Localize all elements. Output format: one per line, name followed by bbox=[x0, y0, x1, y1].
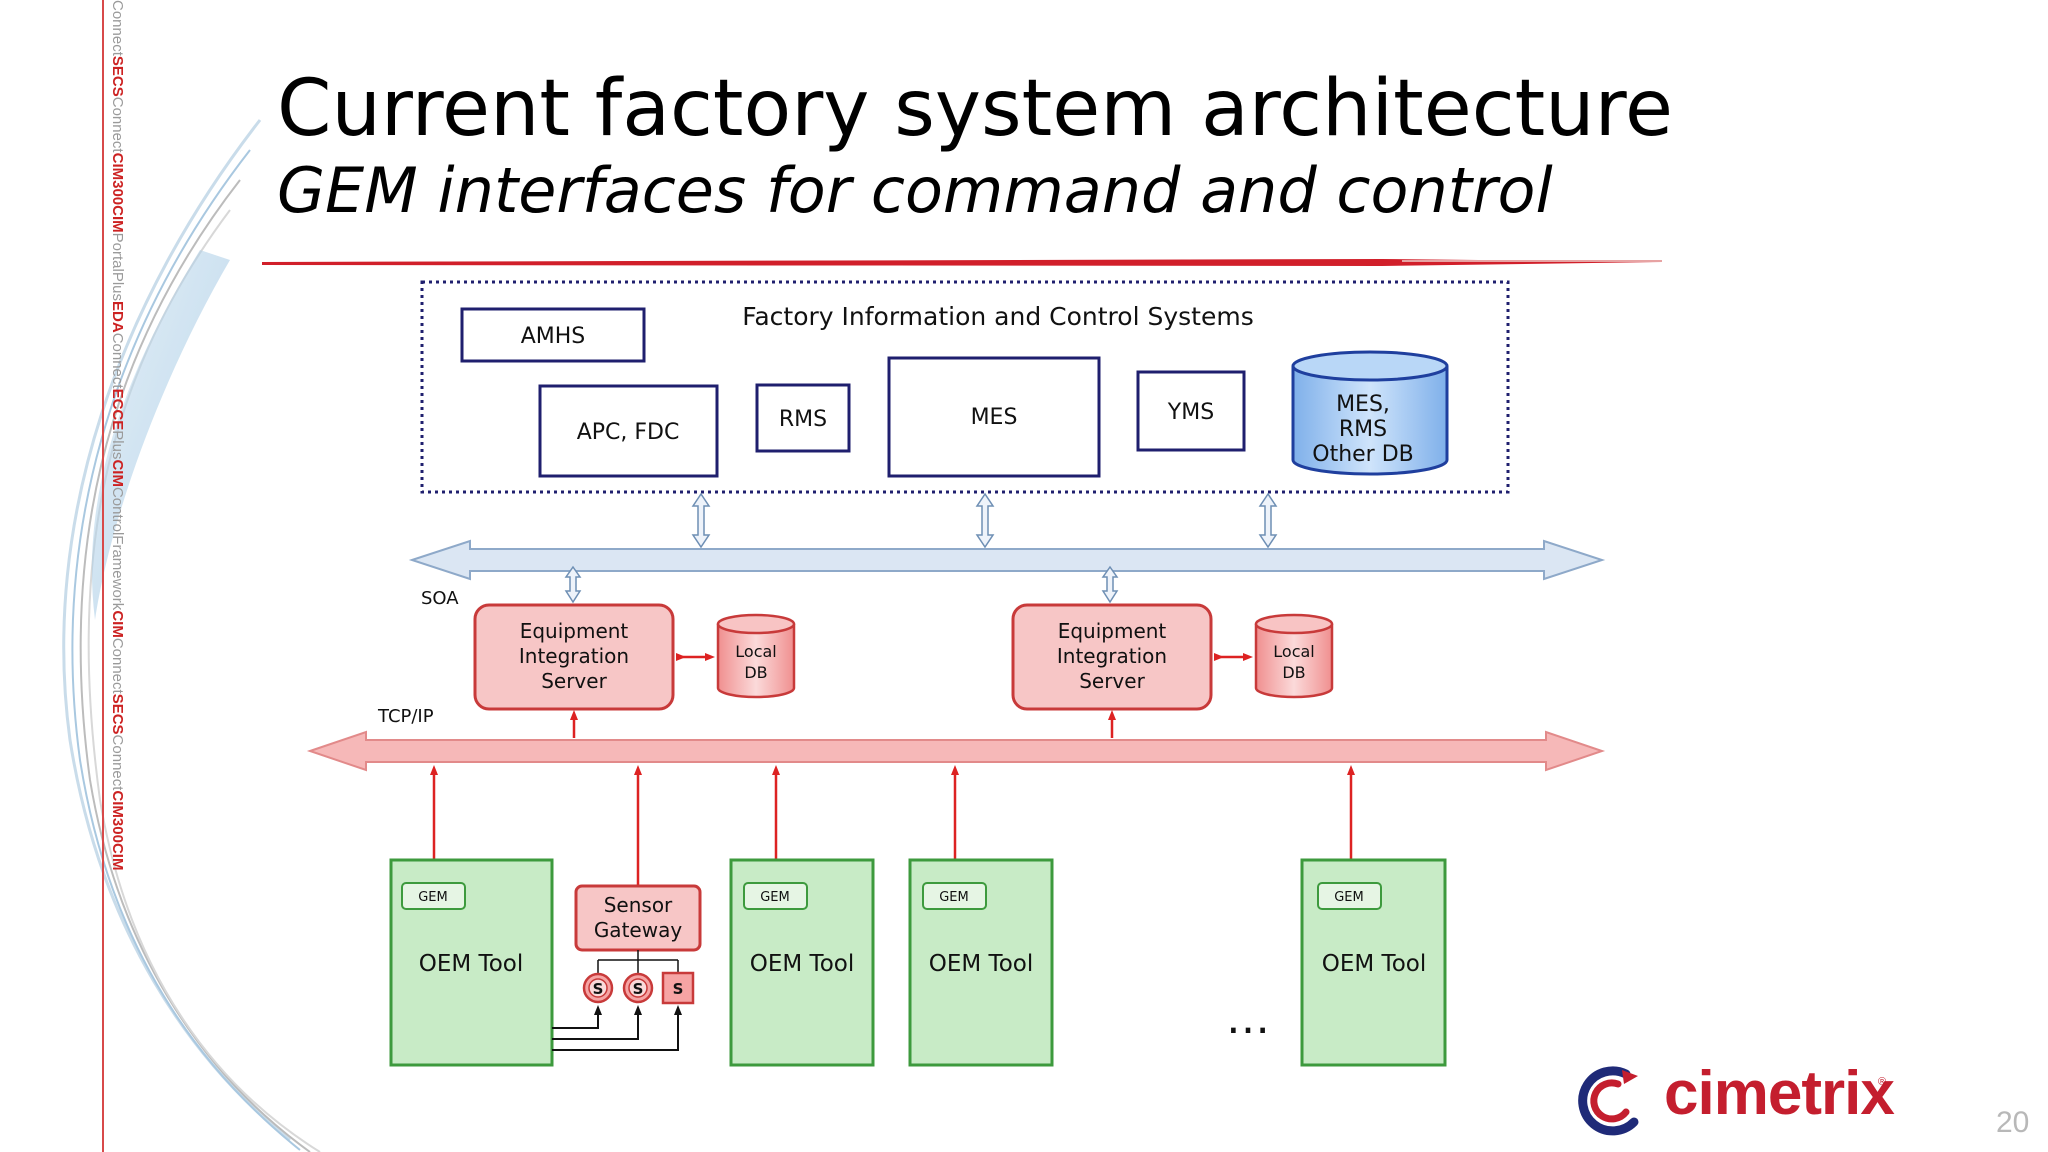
eis-1-line3: Server bbox=[541, 669, 607, 693]
db-label-line3: Other DB bbox=[1312, 442, 1414, 467]
gem-tag-1-label: GEM bbox=[418, 890, 448, 905]
sidebar-product-14: Connect bbox=[109, 637, 126, 694]
sidebar-product-3: CIM300 bbox=[109, 152, 126, 206]
gem-tag-3 bbox=[922, 882, 987, 910]
slide-title: Current factory system architecture bbox=[277, 64, 1673, 154]
logo-registered-mark: ® bbox=[1878, 1076, 1887, 1088]
apc-fdc-label: APC, FDC bbox=[577, 420, 680, 445]
rms-box bbox=[755, 383, 851, 453]
sidebar-product-5: Portal bbox=[109, 232, 126, 272]
tool-1-sensor-wire-3 bbox=[552, 1005, 682, 1051]
local-db-2-line1: Local bbox=[1273, 642, 1314, 661]
sidebar-product-17: CIM300 bbox=[109, 790, 126, 843]
sidebar-product-7: EDA bbox=[109, 301, 126, 333]
sidebar-product-12: ControlFramework bbox=[109, 486, 126, 611]
cimetrix-logo-icon bbox=[1578, 1066, 1639, 1136]
sidebar-product-10: Plus bbox=[109, 430, 126, 460]
title-underline bbox=[262, 259, 1662, 266]
oem-tool-1-label: OEM Tool bbox=[419, 951, 523, 977]
mes-box bbox=[887, 356, 1101, 478]
db-label-line2: RMS bbox=[1339, 417, 1387, 442]
sidebar-product-6: Plus bbox=[109, 271, 126, 302]
tool-1-sensor-wire-1 bbox=[552, 1005, 602, 1029]
sensor-2-label: S bbox=[633, 980, 644, 998]
amhs-box bbox=[460, 307, 646, 363]
sensor-gateway-line1: Sensor bbox=[604, 893, 673, 917]
local-db-2: Local DB bbox=[1254, 613, 1334, 699]
sidebar-product-18: CIM bbox=[109, 842, 126, 871]
sidebar-product-2: Connect bbox=[109, 96, 126, 153]
sidebar-product-0: Connect bbox=[109, 0, 126, 56]
tcpip-label: TCP/IP bbox=[377, 706, 434, 727]
gem-tag-2 bbox=[743, 882, 808, 910]
sidebar-product-8: Connect bbox=[109, 332, 126, 389]
apc-fdc-box bbox=[538, 384, 719, 478]
mes-label: MES bbox=[971, 405, 1018, 430]
sidebar-product-4: CIM bbox=[109, 205, 126, 233]
soa-label: SOA bbox=[421, 588, 459, 609]
amhs-label: AMHS bbox=[521, 324, 586, 349]
eis-1-line1: Equipment bbox=[520, 619, 629, 643]
gem-tag-4 bbox=[1317, 882, 1382, 910]
oem-tool-2-label: OEM Tool bbox=[750, 951, 854, 977]
tool-1-sensor-wire-2 bbox=[552, 1005, 642, 1040]
factory-group-title: Factory Information and Control Systems bbox=[742, 302, 1253, 331]
eis-2-line3: Server bbox=[1079, 669, 1145, 693]
sidebar-product-list: ConnectSECSConnectCIM300CIMPortalPlusEDA… bbox=[104, 0, 126, 1152]
local-db-1: Local DB bbox=[716, 613, 796, 699]
equipment-integration-server-1 bbox=[473, 603, 675, 711]
soa-eis-connector-1 bbox=[564, 565, 582, 604]
eis-1-line2: Integration bbox=[519, 644, 629, 668]
gem-tag-2-label: GEM bbox=[760, 890, 790, 905]
sensor-1: S bbox=[582, 972, 614, 1004]
sidebar-product-11: CIM bbox=[109, 459, 126, 487]
more-tools-ellipsis: … bbox=[1226, 993, 1270, 1044]
factory-soa-connector-3 bbox=[1258, 492, 1278, 549]
decorative-swoosh bbox=[62, 119, 321, 1152]
oem-tool-4-label: OEM Tool bbox=[1322, 951, 1426, 977]
cimetrix-logo-text: cimetrix bbox=[1664, 1059, 1895, 1128]
sidebar-product-13: CIM bbox=[109, 610, 126, 638]
sensor-gateway-line2: Gateway bbox=[594, 918, 683, 942]
rms-label: RMS bbox=[779, 407, 827, 432]
sidebar-product-1: SECS bbox=[109, 55, 126, 97]
sidebar-rule bbox=[102, 0, 104, 1152]
oem-tool-3-label: OEM Tool bbox=[929, 951, 1033, 977]
slide-subtitle: GEM interfaces for command and control bbox=[277, 154, 1553, 227]
factory-soa-connector-1 bbox=[691, 492, 711, 549]
tcpip-bus bbox=[306, 730, 1606, 772]
soa-bus bbox=[408, 539, 1606, 581]
sensor-1-label: S bbox=[593, 980, 604, 998]
gem-tag-1 bbox=[401, 882, 466, 910]
soa-eis-connector-2 bbox=[1101, 565, 1119, 604]
sidebar-product-15: SECS bbox=[109, 693, 126, 735]
eis-2-line1: Equipment bbox=[1058, 619, 1167, 643]
factory-systems-group bbox=[420, 280, 1510, 494]
sensor-2: S bbox=[622, 972, 654, 1004]
sidebar-product-16: Connect bbox=[109, 734, 126, 791]
yms-box bbox=[1136, 370, 1246, 452]
yms-label: YMS bbox=[1167, 400, 1214, 425]
factory-soa-connector-2 bbox=[975, 492, 995, 549]
sensor-3: S bbox=[661, 971, 695, 1005]
factory-database: MES, RMS Other DB bbox=[1291, 350, 1449, 476]
gem-tag-4-label: GEM bbox=[1334, 890, 1364, 905]
gem-tag-3-label: GEM bbox=[939, 890, 969, 905]
equipment-integration-server-2 bbox=[1011, 603, 1213, 711]
db-label-line1: MES, bbox=[1336, 392, 1390, 417]
sensor-3-label: S bbox=[673, 980, 684, 998]
eis-2-line2: Integration bbox=[1057, 644, 1167, 668]
page-number: 20 bbox=[1996, 1106, 2030, 1139]
local-db-2-line2: DB bbox=[1282, 663, 1305, 682]
local-db-1-line2: DB bbox=[744, 663, 767, 682]
sidebar-product-9: ECCE bbox=[109, 388, 126, 431]
local-db-1-line1: Local bbox=[735, 642, 776, 661]
